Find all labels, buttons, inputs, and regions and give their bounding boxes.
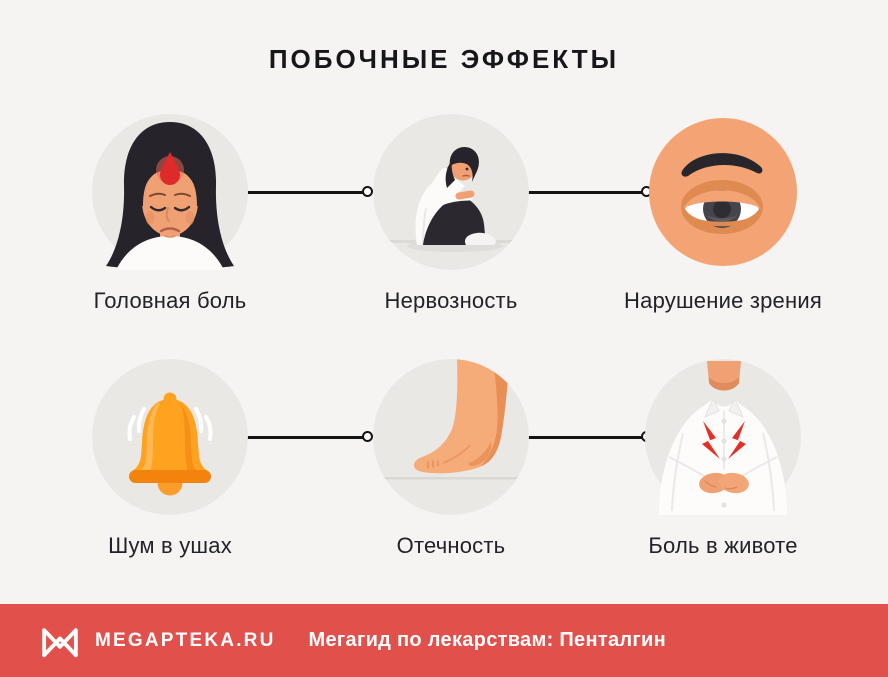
pain-bolt-right <box>728 421 746 459</box>
connector-line <box>519 436 647 439</box>
eye-illustration <box>649 118 797 266</box>
connector-line <box>241 436 368 439</box>
connector-line <box>241 191 368 194</box>
connector-ring <box>362 431 373 442</box>
footer-tagline: Мегагид по лекарствам: Пенталгин <box>308 629 666 651</box>
swollen-foot-illustration <box>373 359 529 515</box>
ringing-bell-illustration <box>92 359 248 515</box>
anxious-person-illustration <box>373 114 529 270</box>
footer-bar: MEGAPTEKA.RU Мегагид по лекарствам: Пент… <box>0 604 888 677</box>
eyebrow <box>681 153 763 177</box>
side-effect-item: Нарушение зрения <box>624 114 822 313</box>
upper-eyelid <box>683 190 761 209</box>
side-effect-item: Боль в животе <box>645 359 801 558</box>
connector-line <box>519 191 647 194</box>
brand-name: MEGAPTEKA.RU <box>95 629 276 651</box>
side-effect-item: Нервозность <box>373 114 529 313</box>
side-effect-item: Отечность <box>373 359 529 558</box>
toes <box>427 460 439 469</box>
side-effect-label: Шум в ушах <box>108 533 232 558</box>
stomach-pain-illustration <box>645 359 801 515</box>
bell-clapper <box>157 483 183 496</box>
sound-waves-left <box>127 407 146 441</box>
bent-knees <box>423 197 486 245</box>
connector-ring <box>362 186 373 197</box>
side-effect-label: Нарушение зрения <box>624 288 822 313</box>
side-effect-item: Шум в ушах <box>92 359 248 558</box>
pain-bolt-left <box>702 421 720 459</box>
megapteka-m-logo <box>42 627 78 657</box>
side-effect-item: Головная боль <box>92 114 248 313</box>
side-effect-label: Отечность <box>396 533 506 558</box>
sound-waves-right <box>194 407 213 441</box>
foot-and-leg <box>413 359 509 474</box>
pain-mark <box>160 152 180 185</box>
side-effect-label: Боль в животе <box>648 533 798 558</box>
closed-eyes <box>149 205 191 212</box>
sad-mouth <box>159 227 181 233</box>
headache-woman-illustration <box>92 114 248 270</box>
side-effect-label: Нервозность <box>384 288 518 313</box>
side-effect-label: Головная боль <box>93 288 247 313</box>
page-title: ПОБОЧНЫЕ ЭФФЕКТЫ <box>268 44 620 74</box>
